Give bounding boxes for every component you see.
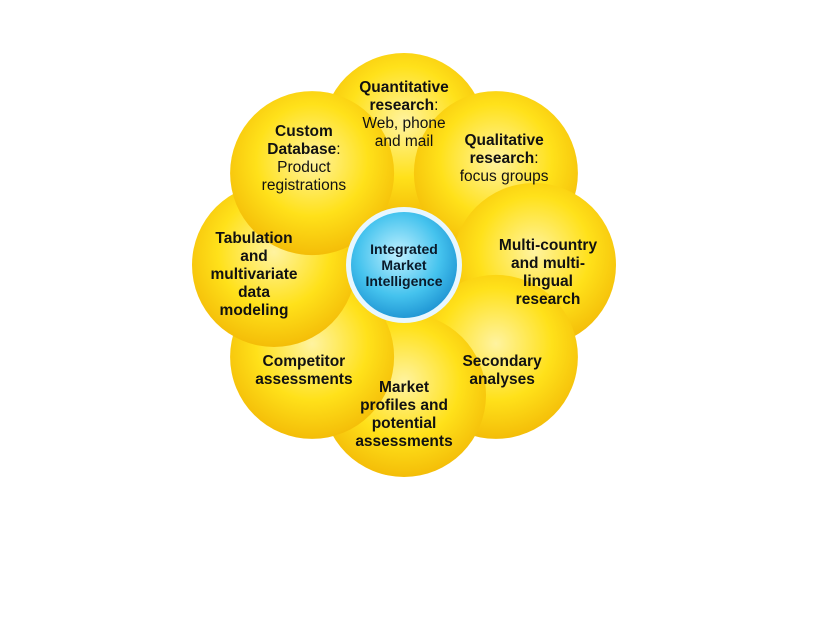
petal-title-text: Tabulation (215, 230, 293, 247)
petal-title-line: Multi-country (468, 237, 628, 255)
petal-title-text: lingual (523, 273, 573, 290)
petal-title-line: profiles and (324, 397, 484, 415)
petal-title-text: modeling (219, 302, 289, 319)
petal-title-text: Competitor (262, 353, 346, 371)
petal-title-text: profiles and (360, 397, 448, 414)
petal-title-line: research: (324, 97, 484, 115)
petal-title-text: Quantitative (359, 79, 449, 96)
petal-title-text: analyses (469, 371, 535, 389)
petal-title-line: potential (324, 415, 484, 433)
center-line: Intelligence (365, 273, 443, 289)
petal-title-line: assessments (324, 433, 484, 451)
petal-title-text: Database (267, 140, 337, 158)
petal-custom-database (230, 91, 395, 256)
petal-title-line: Database: (224, 141, 384, 159)
petal-title-text: data (238, 284, 270, 301)
center-line: Market (381, 257, 427, 273)
center-hub (351, 212, 457, 318)
petal-title-text: Secondary (462, 353, 542, 371)
petal-title-text: multivariate (210, 266, 298, 283)
petal-title-text: Multi-country (498, 237, 598, 254)
petal-detail-line: focus groups (459, 167, 549, 185)
center-line: Integrated (370, 241, 438, 257)
petal-detail-line: Web, phone (362, 115, 446, 132)
petal-title-text: Market (379, 379, 429, 396)
petal-title-line: Custom (224, 123, 384, 141)
petal-title-text: research (369, 97, 435, 114)
petal-title-line: Market (324, 379, 484, 397)
petal-title-line: multivariate (174, 266, 334, 284)
petal-title-text: Custom (275, 122, 333, 140)
petal-title-line: research: (424, 150, 584, 168)
petal-title-line: data (174, 284, 334, 302)
petal-detail-line: registrations (261, 176, 347, 194)
petal-title-line: Competitor (224, 353, 384, 371)
petal-detail-line: and mail (374, 133, 434, 150)
petal-title-line: modeling (174, 302, 334, 320)
petal-title-line: lingual (468, 273, 628, 291)
petal-title-suffix: : (336, 140, 341, 158)
petal-detail-line: Product (277, 158, 331, 176)
center-hub-label: Integrated Market Intelligence (349, 241, 459, 289)
petal-title-line: research (468, 291, 628, 309)
petal-title-line: Tabulation (174, 230, 334, 248)
petal-title-text: research (515, 291, 581, 308)
petal-title-line: assessments (224, 371, 384, 389)
petal-title-text: and multi- (510, 255, 586, 272)
petal-title-line: Secondary (422, 353, 582, 371)
petal-title-line: and multi- (468, 255, 628, 273)
petal-title-text: potential (371, 415, 437, 432)
petal-title-suffix: : (434, 97, 439, 114)
petal-title-line: and (174, 248, 334, 266)
petal-title-text: assessments (255, 371, 353, 389)
petal-layer (192, 53, 616, 477)
petal-title-text: assessments (355, 433, 453, 450)
petal-title-text: Qualitative (464, 131, 544, 149)
petal-title-suffix: : (534, 149, 539, 167)
petal-title-line: Quantitative (324, 79, 484, 97)
petal-title-text: research (469, 149, 535, 167)
petal-title-text: and (240, 248, 268, 265)
petal-title-line: analyses (422, 371, 582, 389)
petal-title-line: Qualitative (424, 132, 584, 150)
